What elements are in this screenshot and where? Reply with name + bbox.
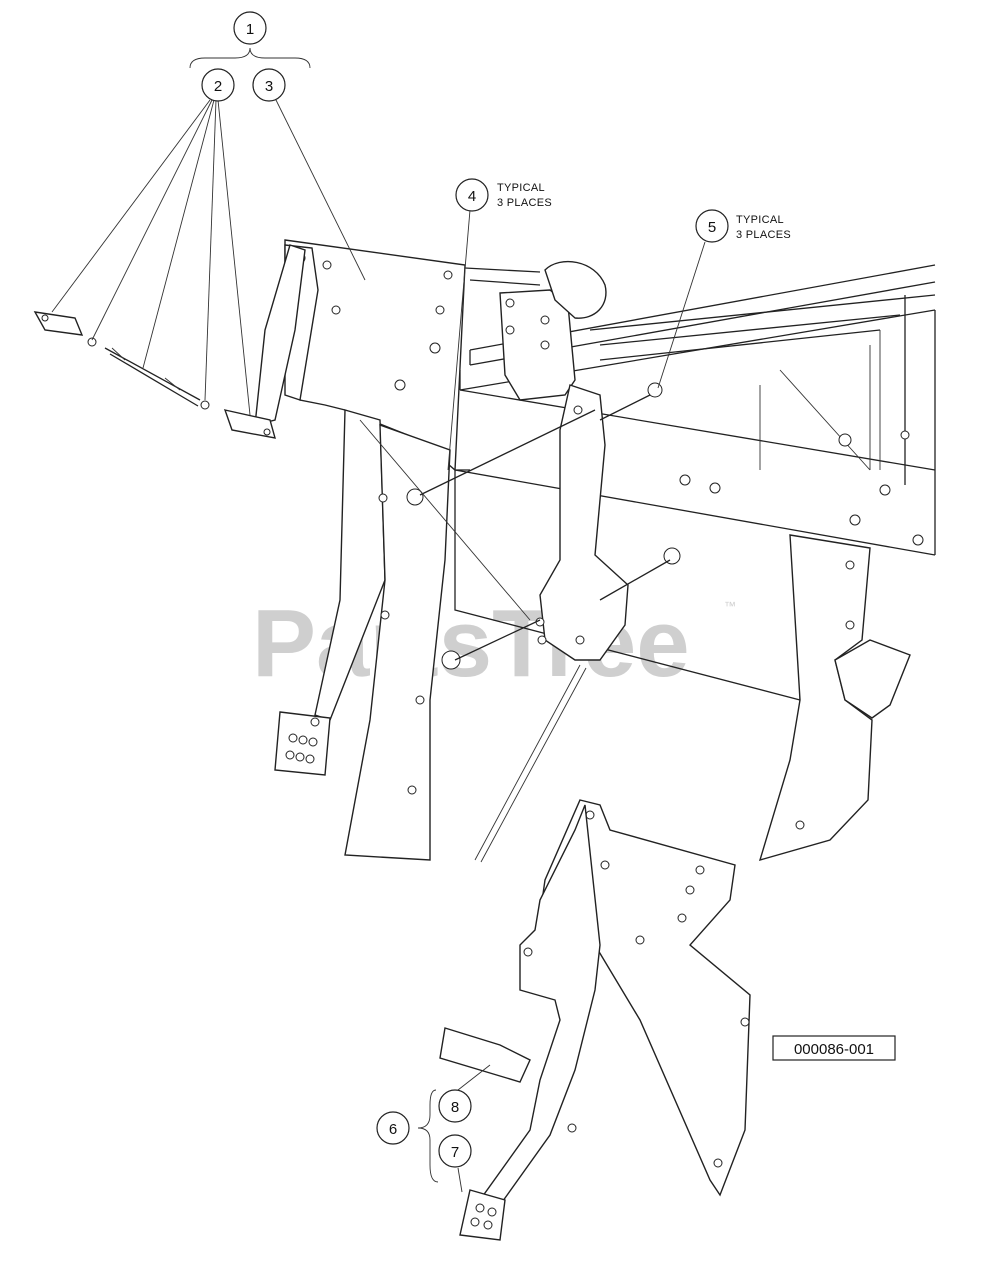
leader-lines [51, 47, 706, 1193]
callout-2-label: 2 [214, 78, 222, 95]
deck-leg-right [758, 534, 911, 862]
callout-2: 2 [201, 68, 235, 102]
center-linkage [359, 260, 681, 863]
callout-7-label: 7 [451, 1144, 459, 1161]
callout-5-note-line2: 3 PLACES [736, 229, 791, 241]
callout-4-label: 4 [468, 188, 476, 205]
callout-7: 7 [438, 1134, 472, 1168]
watermark-trademark: ™ [724, 599, 736, 613]
callout-4-note-line2: 3 PLACES [497, 197, 552, 209]
callout-6-label: 6 [389, 1121, 397, 1138]
frame-rails [454, 264, 936, 701]
callout-5-note-line1: TYPICAL [736, 214, 784, 226]
left-bracket-leg [344, 423, 451, 861]
callout-5-label: 5 [708, 219, 716, 236]
callout-8: 8 [438, 1089, 472, 1123]
callout-5: 5 TYPICAL 3 PLACES [695, 209, 791, 243]
callout-4-note-line1: TYPICAL [497, 182, 545, 194]
link-rod-assembly [33, 311, 276, 439]
lower-pedal-assembly [439, 799, 751, 1241]
callout-1: 1 [233, 11, 267, 45]
left-pedal-arm [254, 244, 386, 776]
callout-1-label: 1 [246, 21, 254, 38]
reference-number-box: 000086-001 [772, 1035, 896, 1061]
callout-3: 3 [252, 68, 286, 102]
reference-number: 000086-001 [794, 1041, 874, 1058]
callout-3-label: 3 [265, 78, 273, 95]
callout-6: 6 [376, 1111, 410, 1145]
callout-8-label: 8 [451, 1099, 459, 1116]
callout-4: 4 TYPICAL 3 PLACES [455, 178, 552, 212]
